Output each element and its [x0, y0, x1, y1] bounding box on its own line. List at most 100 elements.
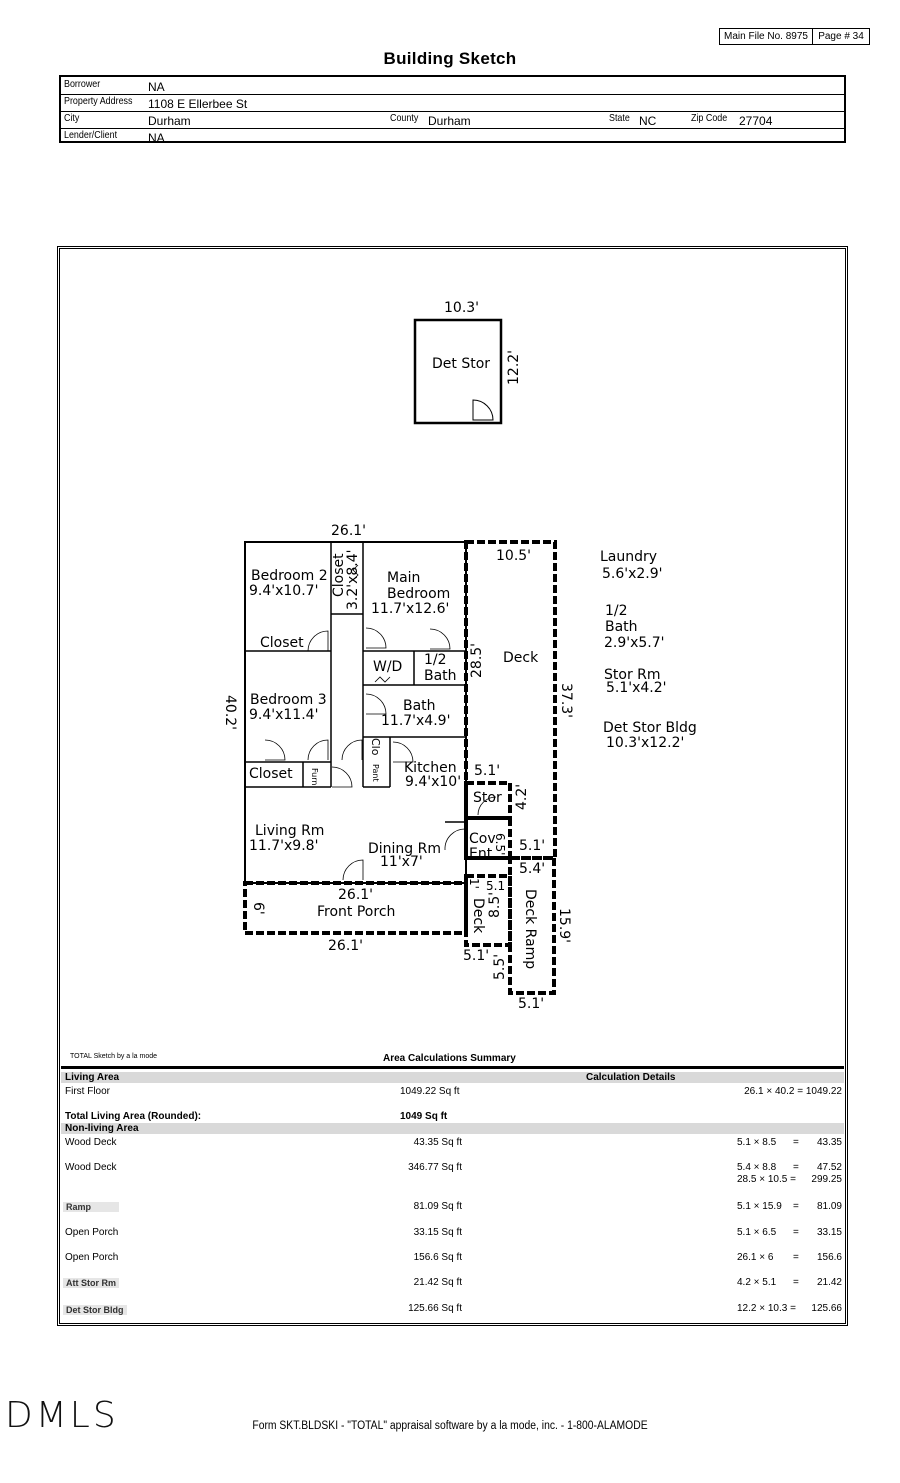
kitchen-label: Kitchen	[404, 760, 457, 776]
sketch-frame	[57, 246, 848, 1326]
bedroom2-label: Bedroom 2	[251, 568, 328, 584]
area-row-value: 156.6 Sq ft	[413, 1252, 462, 1263]
state-label: State	[609, 112, 630, 124]
dim-det-stor-height: 12.2'	[506, 350, 522, 385]
main-bedroom-label-1: Main	[387, 570, 420, 586]
closet-vertical-dim: 3.2'x8.4'	[345, 549, 361, 610]
first-floor-label: First Floor	[65, 1086, 110, 1097]
first-floor-area: 1049.22 Sq ft	[400, 1086, 460, 1097]
living-dim: 11.7'x9.8'	[249, 838, 318, 854]
dim-deck-right: 37.3'	[558, 683, 574, 718]
deck-ramp-outline	[508, 856, 556, 995]
legend-laundry: Laundry	[600, 549, 657, 565]
area-row-formula: 4.2 × 5.1	[737, 1277, 777, 1288]
deck-ramp-label: Deck Ramp	[522, 889, 538, 969]
dim-top-width: 26.1'	[331, 523, 366, 539]
city-row: City Durham County Durham State NC Zip C…	[61, 111, 844, 129]
software-label: TOTAL Sketch by a la mode	[70, 1053, 158, 1060]
area-row-equals: =	[793, 1227, 799, 1238]
det-stor-outline	[413, 318, 503, 425]
bath-dim: 11.7'x4.9'	[381, 713, 450, 729]
legend-laundry-dim: 5.6'x2.9'	[602, 566, 663, 582]
front-porch-label: Front Porch	[317, 904, 395, 920]
half-bath-label-1: 1/2	[424, 652, 447, 668]
area-row-value: 21.42 Sq ft	[413, 1277, 462, 1288]
area-row-label: Wood Deck	[65, 1137, 117, 1148]
area-row-equals: =	[793, 1162, 799, 1173]
living-area-band	[61, 1072, 844, 1083]
dim-porch-bottom: 26.1'	[328, 938, 363, 954]
page-title: Building Sketch	[383, 49, 517, 68]
att-stor-rm-tag: Att Stor Rm	[63, 1278, 119, 1288]
dim-ramp-bottom: 5.1'	[518, 996, 544, 1012]
dim-deck-left: 28.5'	[469, 643, 485, 678]
first-floor-calc: 26.1 × 40.2 = 1049.22	[744, 1086, 842, 1097]
area-row-formula-2: 28.5 × 10.5 =	[737, 1174, 796, 1185]
area-row-equals: =	[793, 1252, 799, 1263]
dining-dim: 11'x7'	[380, 854, 423, 870]
dim-small-deck-left: 1'	[467, 878, 481, 889]
det-stor-label: Det Stor	[432, 356, 490, 372]
dim-ramp-top: 5.4'	[519, 861, 545, 877]
non-living-band	[61, 1123, 844, 1134]
area-row-formula: 26.1 × 6	[737, 1252, 774, 1263]
closet2-label: Closet	[249, 766, 293, 782]
bedroom3-label: Bedroom 3	[250, 692, 327, 708]
lender-label: Lender/Client	[64, 129, 118, 141]
borrower-row: Borrower NA	[61, 77, 844, 95]
property-info-box: Borrower NA Property Address 1108 E Elle…	[59, 75, 846, 145]
dim-det-stor-width: 10.3'	[444, 300, 479, 316]
dining-label: Dining Rm	[368, 841, 441, 857]
bedroom2-dim: 9.4'x10.7'	[249, 583, 318, 599]
bath-label: Bath	[403, 698, 436, 714]
area-row-value: 125.66 Sq ft	[408, 1303, 462, 1314]
stor-label: Stor	[473, 790, 502, 806]
dim-cov-right: 5.1'	[519, 838, 545, 854]
ent-label: Ent	[469, 846, 493, 862]
non-living-heading: Non-living Area	[65, 1123, 139, 1134]
dim-ramp-right: 15.9'	[556, 908, 572, 943]
area-row-result: 33.15	[816, 1227, 842, 1238]
dim-cov-side: 6.5'	[493, 833, 507, 855]
address-label: Property Address	[64, 95, 133, 107]
pant-label: Pant	[371, 764, 380, 782]
area-row-equals: =	[793, 1137, 799, 1148]
area-row-equals: =	[793, 1201, 799, 1212]
half-bath-label-2: Bath	[424, 668, 457, 684]
legend-half-bath-dim: 2.9'x5.7'	[604, 635, 665, 651]
area-row-result: 125.66	[811, 1303, 842, 1314]
summary-divider	[61, 1066, 844, 1069]
bedroom3-dim: 9.4'x11.4'	[249, 707, 318, 723]
cov-label: Cov	[469, 831, 496, 847]
zip-label: Zip Code	[691, 112, 728, 124]
legend-half-bath-2: Bath	[605, 619, 638, 635]
calc-details-heading: Calculation Details	[586, 1072, 676, 1083]
city-label: City	[64, 112, 80, 124]
legend-stor-rm-dim: 5.1'x4.2'	[606, 680, 667, 696]
wd-label: W/D	[373, 659, 402, 675]
deck-outline	[464, 540, 557, 860]
area-row-formula: 5.4 × 8.8	[737, 1162, 777, 1173]
furn-label: Furn	[310, 768, 319, 785]
main-bedroom-label-2: Bedroom	[387, 586, 450, 602]
lender-value: NA	[148, 131, 165, 145]
dim-stor-top: 5.1'	[474, 763, 500, 779]
kitchen-dim: 9.4'x10'	[405, 774, 461, 790]
floor-plan-sketch: 10.3' Det Stor 12.2' 26.1' 40.2' Bedroom…	[222, 300, 697, 1012]
page-number: Page # 34	[812, 28, 870, 45]
ramp-tag: Ramp	[63, 1202, 119, 1212]
state-value: NC	[639, 114, 657, 128]
summary-title: Area Calculations Summary	[383, 1053, 516, 1064]
dim-ramp-left: 5.5'	[492, 954, 508, 980]
area-row-value: 43.35 Sq ft	[413, 1137, 462, 1148]
city-value: Durham	[148, 114, 191, 128]
legend-det-stor-bldg: Det Stor Bldg	[603, 720, 697, 736]
legend-det-stor-bldg-dim: 10.3'x12.2'	[606, 735, 684, 751]
address-value: 1108 E Ellerbee St	[148, 97, 248, 111]
county-value: Durham	[428, 114, 471, 128]
legend-stor-rm: Stor Rm	[604, 667, 661, 683]
legend-half-bath-1: 1/2	[605, 603, 628, 619]
small-deck-label: Deck	[470, 898, 486, 934]
area-row-label: Open Porch	[65, 1227, 119, 1238]
dim-left-height: 40.2'	[222, 695, 238, 730]
